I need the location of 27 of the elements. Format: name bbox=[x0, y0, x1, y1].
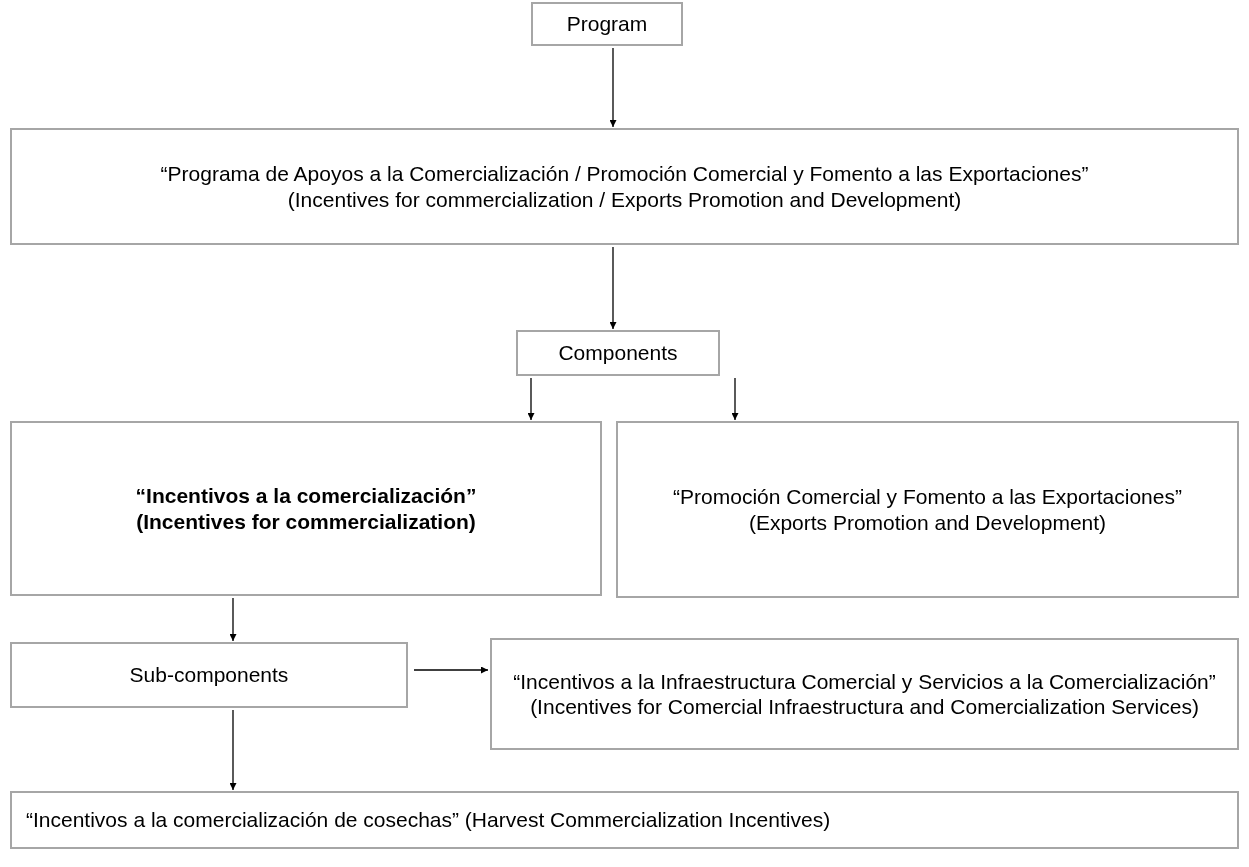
box-text: Program bbox=[566, 11, 648, 37]
box-text: Components bbox=[558, 340, 678, 366]
text-box bbox=[616, 421, 1239, 598]
box-text: (Incentives for commercialization) bbox=[136, 508, 476, 534]
box-text: “Promoción Comercial y Fomento a las Exportaciones” bbox=[673, 484, 1182, 510]
text-box bbox=[10, 791, 1239, 849]
box-text: “Incentivos a la Infraestructura Comercial y Servicios a la Comercialización” bbox=[513, 668, 1216, 694]
box-text: (Exports Promotion and Development) bbox=[748, 509, 1107, 535]
text-box bbox=[10, 128, 1239, 245]
text-box bbox=[10, 421, 602, 596]
text-box bbox=[516, 330, 720, 376]
box-text: (Incentives for commercialization / Exports Promotion and Development) bbox=[287, 186, 962, 212]
box-text: “Incentivos a la comercialización” bbox=[135, 483, 477, 509]
text-box bbox=[490, 638, 1239, 750]
box-text: Sub-components bbox=[129, 662, 289, 688]
arrow bbox=[527, 377, 535, 421]
arrow bbox=[609, 246, 617, 330]
text-box bbox=[10, 642, 408, 708]
arrow bbox=[413, 666, 489, 674]
arrow bbox=[229, 597, 237, 642]
box-text: “Programa de Apoyos a la Comercialización / Promoción Comercial y Fomento a las Exportaciones” bbox=[160, 161, 1089, 187]
box-text: “Incentivos a la comercialización de cosechas” (Harvest Commercialization Incentives) bbox=[26, 807, 831, 833]
box-text: (Incentives for Comercial Infraestructura and Comercialization Services) bbox=[530, 694, 1199, 720]
arrow bbox=[229, 709, 237, 791]
text-box bbox=[531, 2, 683, 46]
arrow bbox=[731, 377, 739, 421]
arrow bbox=[609, 47, 617, 128]
